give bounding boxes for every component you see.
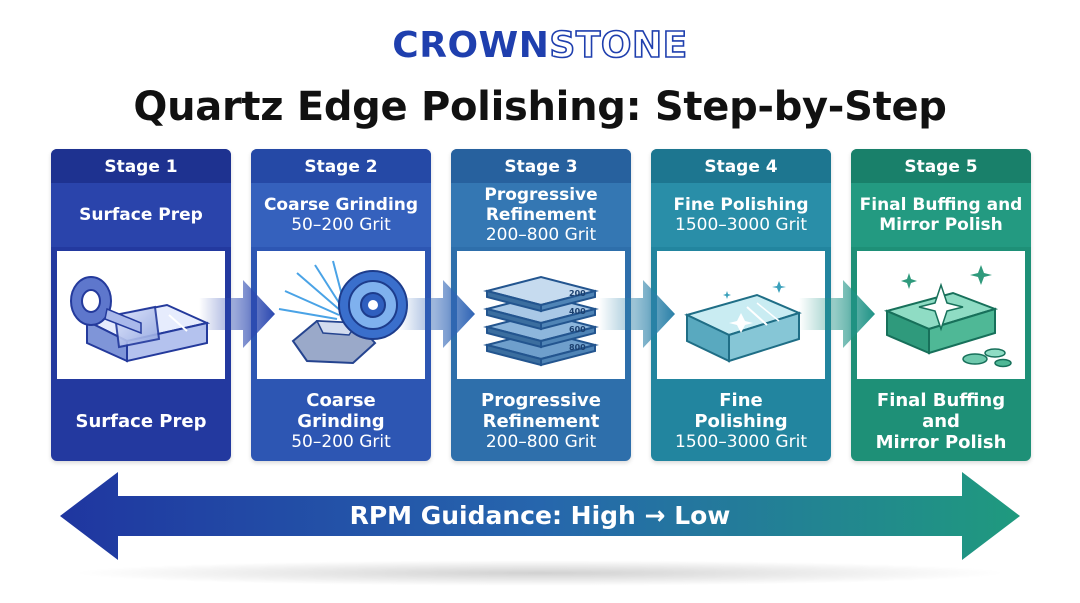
stage-bottom-caption: Coarse Grinding 50–200 Grit xyxy=(251,381,431,461)
connector-arrow-2 xyxy=(399,280,475,348)
pad-label-800: 800 xyxy=(569,343,586,352)
stage-bottom-grit: 50–200 Grit xyxy=(291,431,391,452)
stage-top-caption: Progressive Refinement 200–800 Grit xyxy=(451,183,631,247)
grinding-wheel-icon xyxy=(257,251,425,379)
stage-bottom-line: Progressive xyxy=(481,389,601,411)
page-title: Quartz Edge Polishing: Step-by-Step xyxy=(133,84,947,130)
connector-arrow-4 xyxy=(799,280,875,348)
stage-label: Stage 5 xyxy=(851,149,1031,183)
stage-top-grit: 1500–3000 Grit xyxy=(675,215,807,235)
pad-label-400: 400 xyxy=(569,307,586,316)
stage-bottom-caption: Surface Prep xyxy=(51,381,231,461)
stage-top-title: Progressive Refinement xyxy=(484,185,598,225)
mirror-block-sparkle-icon xyxy=(857,251,1025,379)
stage-top-title: Coarse Grinding xyxy=(263,195,419,215)
stage-bottom-grit: 200–800 Grit xyxy=(485,431,597,452)
stage-top-caption: Fine Polishing 1500–3000 Grit xyxy=(651,183,831,247)
stage-bottom-line: Fine xyxy=(719,389,763,411)
stage-bottom-line: Grinding xyxy=(297,410,385,432)
stage-bottom-line: Refinement xyxy=(482,410,600,432)
stage-top-caption: Final Buffing and Mirror Polish xyxy=(851,183,1031,247)
stage-label: Stage 1 xyxy=(51,149,231,183)
stage-card-3: Stage 3 Progressive Refinement 200–800 G… xyxy=(451,149,631,461)
stage-bottom-caption: Final Buffing and Mirror Polish xyxy=(851,381,1031,461)
rpm-guidance-label: RPM Guidance: High → Low xyxy=(349,501,731,530)
connector-arrow-1 xyxy=(199,280,275,348)
stage-top-caption: Coarse Grinding 50–200 Grit xyxy=(251,183,431,247)
stage-bottom-line: Mirror Polish xyxy=(875,431,1007,453)
stage-label: Stage 3 xyxy=(451,149,631,183)
stage-label: Stage 4 xyxy=(651,149,831,183)
stage-card-5: Stage 5 Final Buffing and Mirror Polish … xyxy=(851,149,1031,461)
arrow-shadow xyxy=(70,560,1010,586)
stage-bottom-line: Polishing xyxy=(694,410,788,432)
stage-bottom-caption: Progressive Refinement 200–800 Grit xyxy=(451,381,631,461)
pad-label-600: 600 xyxy=(569,325,586,334)
brand-logo: CROWNSTONE xyxy=(0,24,1080,68)
stage-card-1: Stage 1 Surface Prep Surface Prep xyxy=(51,149,231,461)
stage-bottom-line: Coarse xyxy=(306,389,376,411)
stage-card-4: Stage 4 Fine Polishing 1500–3000 Grit Fi… xyxy=(651,149,831,461)
stage-bottom-line: Surface Prep xyxy=(75,410,207,432)
brand-logo-stone: STONE xyxy=(549,24,688,67)
stage-top-grit: 200–800 Grit xyxy=(485,225,597,245)
stage-bottom-grit: 1500–3000 Grit xyxy=(675,431,807,452)
stage-bottom-caption: Fine Polishing 1500–3000 Grit xyxy=(651,381,831,461)
pad-label-200: 200 xyxy=(569,289,586,298)
connector-arrow-3 xyxy=(599,280,675,348)
stage-top-title: Surface Prep xyxy=(79,205,203,225)
stage-card-2: Stage 2 Coarse Grinding 50–200 Grit Coar… xyxy=(251,149,431,461)
stage-top-grit: 50–200 Grit xyxy=(291,215,391,235)
abrasive-pads-stack-icon: 200 400 600 800 xyxy=(457,251,625,379)
stage-top-title: Fine Polishing xyxy=(673,195,809,215)
stage-top-title: Final Buffing and Mirror Polish xyxy=(859,195,1023,235)
brand-logo-crown: CROWN xyxy=(392,25,550,66)
stage-bottom-line: Final Buffing xyxy=(876,389,1006,411)
stage-label: Stage 2 xyxy=(251,149,431,183)
stage-top-caption: Surface Prep xyxy=(51,183,231,247)
tape-on-stone-icon xyxy=(57,251,225,379)
stage-bottom-line: and xyxy=(922,410,960,432)
rpm-guidance-arrow: RPM Guidance: High → Low xyxy=(60,470,1020,562)
